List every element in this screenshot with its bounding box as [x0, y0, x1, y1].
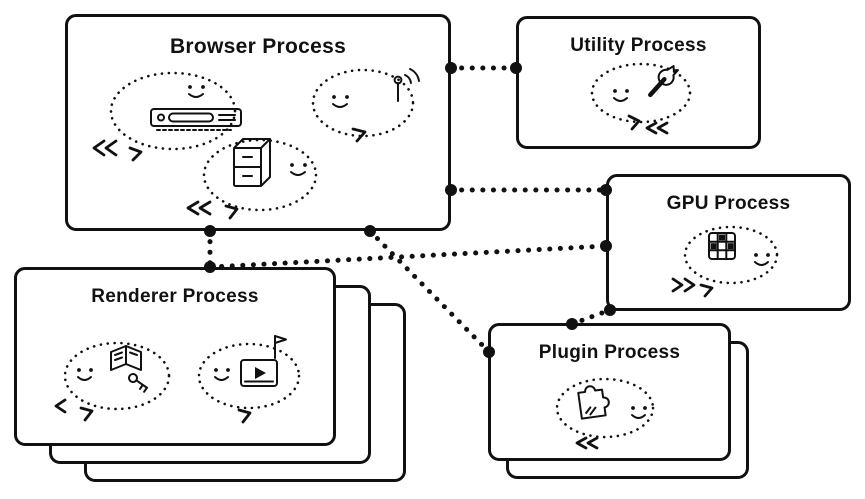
speed-lines-icon — [575, 436, 599, 450]
speed-lines-icon — [54, 398, 94, 422]
smiley-face — [754, 253, 770, 266]
book-icon — [110, 345, 142, 371]
doodle-blob — [186, 138, 318, 220]
speed-lines-icon — [186, 200, 239, 220]
connection-plugin-gpu — [569, 307, 613, 327]
smiley-face — [290, 163, 307, 176]
speed-lines-icon — [237, 408, 252, 424]
doodle-blob — [54, 341, 171, 422]
connection-renderer-gpu — [208, 243, 609, 270]
network-antenna-icon — [393, 68, 420, 102]
key-icon — [128, 373, 148, 393]
node-title-gpu: GPU Process — [666, 193, 791, 214]
utility-doodles — [590, 62, 692, 135]
renderer-doodles — [54, 335, 301, 424]
doodle-blob — [92, 71, 242, 162]
node-plugin-process: Plugin Process — [488, 323, 731, 461]
gpu-chip-icon — [708, 232, 736, 260]
plugin-doodles — [555, 377, 655, 450]
node-title-browser: Browser Process — [169, 35, 347, 58]
node-renderer-process: Renderer Process — [14, 267, 336, 446]
node-title-utility: Utility Process — [570, 35, 707, 56]
smiley-face — [188, 85, 205, 98]
smiley-face — [613, 89, 629, 102]
storage-cabinet-icon — [233, 138, 271, 187]
speed-lines-icon — [92, 139, 143, 162]
node-utility-process: Utility Process — [516, 16, 761, 149]
smiley-face — [77, 368, 93, 381]
wrench-icon — [648, 65, 680, 98]
node-browser-process: Browser Process — [65, 14, 451, 231]
doodle-blob — [311, 68, 420, 143]
speed-lines-icon — [627, 114, 669, 135]
doodle-blob — [197, 335, 301, 424]
smiley-face — [631, 406, 647, 419]
puzzle-icon — [577, 385, 610, 420]
speed-lines-icon — [351, 127, 367, 143]
smiley-face — [214, 368, 230, 381]
media-player-icon — [240, 359, 278, 387]
speed-lines-icon — [671, 277, 714, 298]
smiley-face — [332, 95, 349, 108]
flag-icon — [274, 335, 287, 359]
browser-toolbar-icon — [150, 108, 242, 131]
gpu-doodles — [671, 225, 779, 298]
node-title-plugin: Plugin Process — [538, 342, 681, 363]
node-title-renderer: Renderer Process — [91, 286, 259, 307]
browser-doodles — [92, 68, 420, 220]
node-gpu-process: GPU Process — [606, 174, 851, 311]
